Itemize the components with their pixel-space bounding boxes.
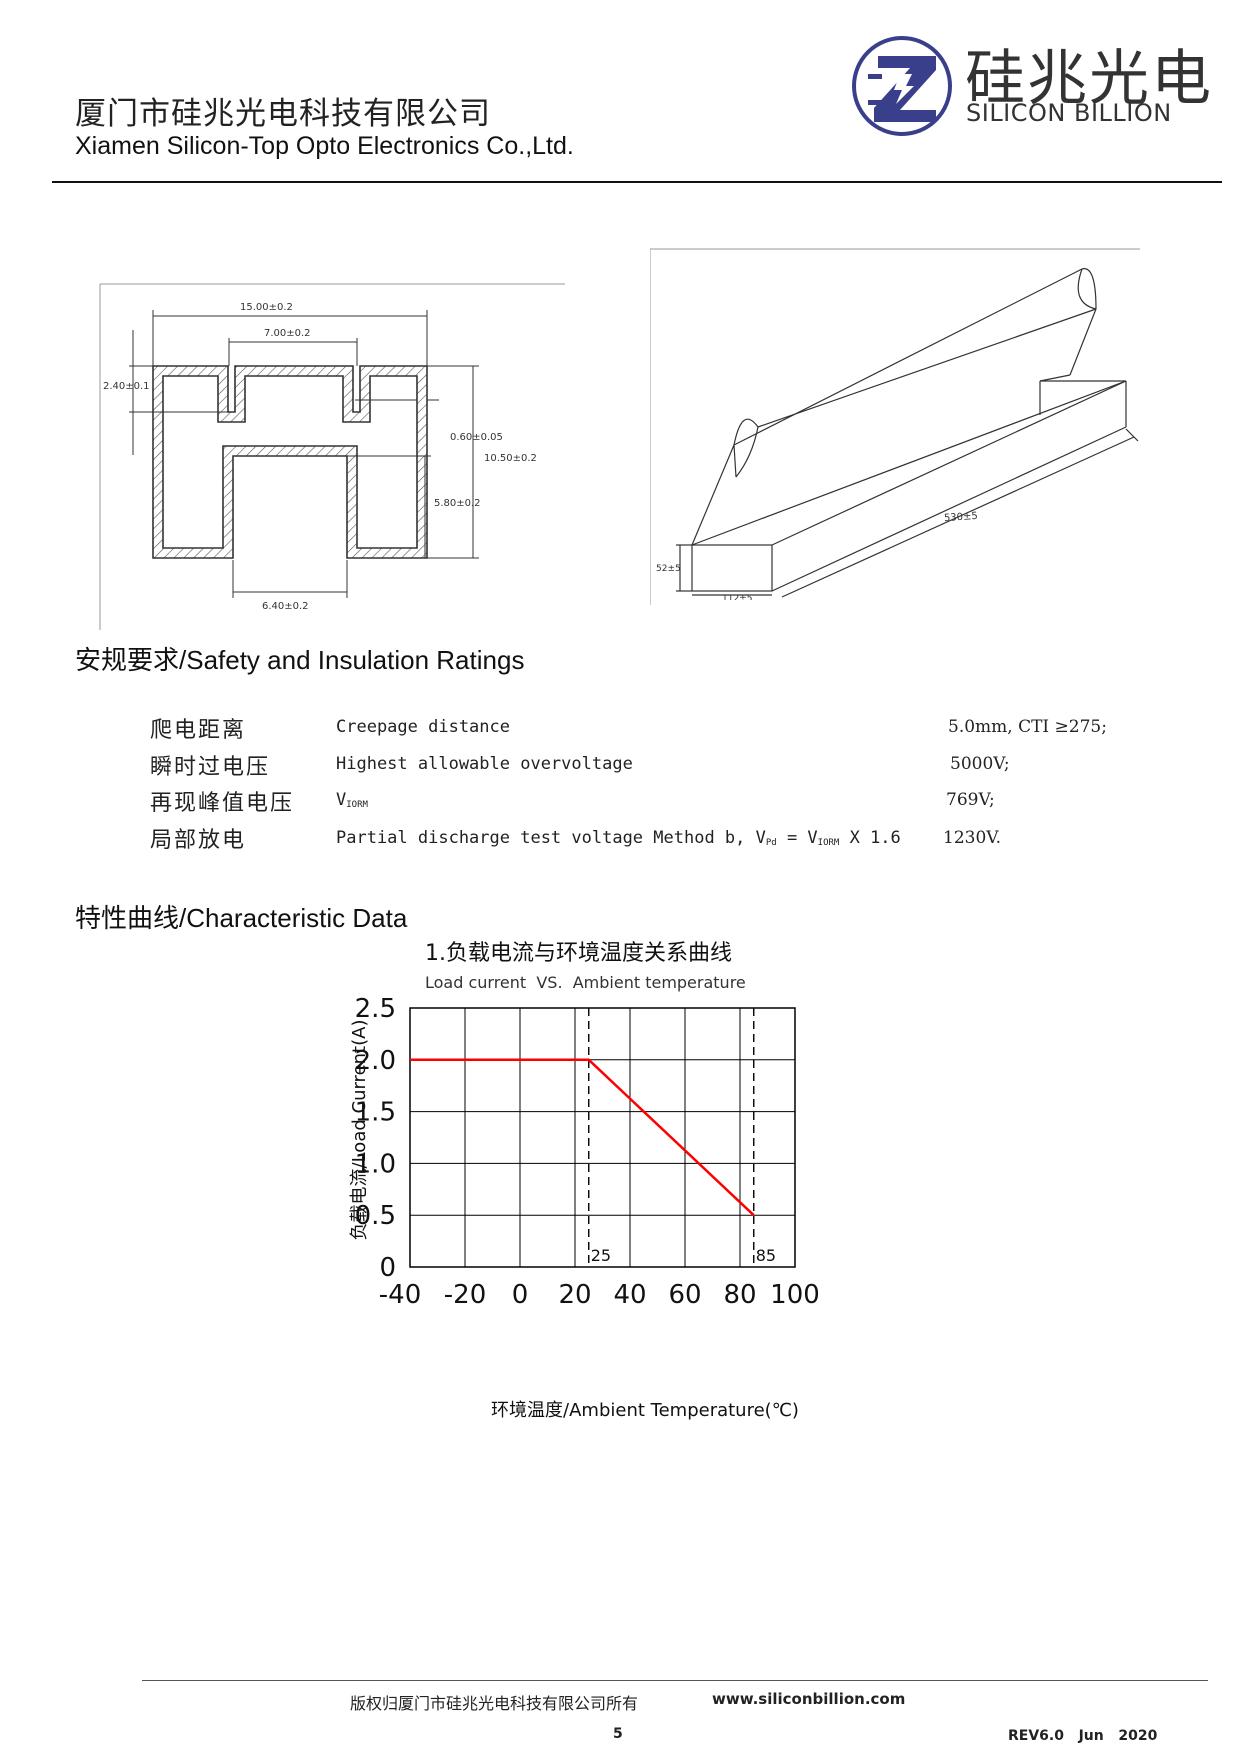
packing-tube-drawing bbox=[650, 248, 1140, 605]
characteristic-section-title: 特性曲线/Characteristic Data bbox=[75, 903, 408, 933]
brand-name-en: SILICON BILLION bbox=[966, 99, 1172, 127]
x-tick-label: 40 bbox=[613, 1280, 646, 1310]
marker-label: 85 bbox=[756, 1246, 776, 1265]
chart-subtitle: Load current VS. Ambient temperature bbox=[425, 973, 746, 992]
y-tick-label: 1.5 bbox=[355, 1098, 396, 1128]
safety-row-creepage-en: Creepage distance bbox=[336, 717, 510, 737]
safety-row-viorm-value: 769V; bbox=[946, 790, 995, 810]
safety-row-creepage-value: 5.0mm, CTI ≥275; bbox=[948, 717, 1107, 737]
x-tick-label: -40 bbox=[379, 1280, 421, 1310]
dim-height-total: 10.50±0.2 bbox=[484, 453, 537, 464]
brand-name-cn: 硅兆光电 bbox=[965, 44, 1213, 114]
chart-title: 1.负载电流与环境温度关系曲线 bbox=[425, 941, 732, 966]
page-number: 5 bbox=[613, 1726, 623, 1742]
safety-section-title: 安规要求/Safety and Insulation Ratings bbox=[75, 645, 525, 675]
profile-cross-section-drawing bbox=[99, 283, 565, 630]
company-name-en: Xiamen Silicon-Top Opto Electronics Co.,… bbox=[75, 132, 574, 160]
x-tick-label: 60 bbox=[668, 1280, 701, 1310]
footer-revision: REV6.0 Jun 2020 bbox=[1008, 1728, 1158, 1744]
y-tick-label: 0 bbox=[379, 1253, 396, 1283]
safety-row-partial-discharge-value: 1230V. bbox=[943, 828, 1001, 848]
safety-row-partial-discharge-cn: 局部放电 bbox=[150, 828, 247, 853]
dim-wall: 0.60±0.05 bbox=[450, 432, 503, 443]
safety-row-overvoltage-cn: 瞬时过电压 bbox=[150, 755, 271, 780]
header-divider bbox=[52, 181, 1222, 183]
x-tick-label: 0 bbox=[512, 1280, 529, 1310]
safety-row-overvoltage-value: 5000V; bbox=[950, 754, 1010, 774]
series-line bbox=[410, 1058, 755, 1217]
y-tick-label: 1.0 bbox=[355, 1149, 396, 1179]
chart-ylabel: 负载电流/Load Current(A) bbox=[349, 1020, 370, 1241]
chart-frame bbox=[409, 1007, 796, 1268]
safety-row-viorm-en: VIORM bbox=[336, 790, 368, 810]
safety-row-viorm-cn: 再现峰值电压 bbox=[150, 791, 295, 816]
y-tick-label: 2.0 bbox=[355, 1046, 396, 1076]
marker-label: 25 bbox=[591, 1246, 611, 1265]
dim-slot-depth: 5.80±0.2 bbox=[434, 498, 481, 509]
dim-slot-width: 6.40±0.2 bbox=[262, 601, 309, 612]
load-current-chart: 1.负载电流与环境温度关系曲线 Load current VS. Ambient… bbox=[349, 941, 820, 1421]
safety-row-creepage-cn: 爬电距离 bbox=[150, 718, 247, 743]
y-tick-label: 2.5 bbox=[355, 994, 396, 1024]
dim-lip-height: 2.40±0.1 bbox=[103, 381, 150, 392]
dim-tube-width: 112±5 bbox=[722, 594, 753, 600]
x-tick-label: 100 bbox=[770, 1280, 820, 1310]
dim-width-total: 15.00±0.2 bbox=[240, 302, 293, 313]
dim-tube-height: 52±5 bbox=[656, 564, 681, 574]
y-tick-label: 0.5 bbox=[355, 1201, 396, 1231]
x-tick-label: 20 bbox=[558, 1280, 591, 1310]
x-tick-label: 80 bbox=[723, 1280, 756, 1310]
safety-row-partial-discharge-en: Partial discharge test voltage Method b,… bbox=[336, 828, 901, 848]
chart-xlabel: 环境温度/Ambient Temperature(℃) bbox=[491, 1400, 799, 1421]
dim-inner-top: 7.00±0.2 bbox=[264, 328, 311, 339]
safety-row-overvoltage-en: Highest allowable overvoltage bbox=[336, 754, 633, 774]
footer-copyright: 版权归厦门市硅兆光电科技有限公司所有 bbox=[350, 1694, 639, 1713]
brand-logo-icon bbox=[852, 36, 952, 136]
company-name-cn: 厦门市硅兆光电科技有限公司 bbox=[75, 96, 491, 132]
dim-tube-length: 530±5 bbox=[943, 510, 979, 525]
footer-divider bbox=[142, 1680, 1208, 1681]
footer-website-link[interactable]: www.siliconbillion.com bbox=[712, 1690, 906, 1708]
x-tick-label: -20 bbox=[444, 1280, 486, 1310]
